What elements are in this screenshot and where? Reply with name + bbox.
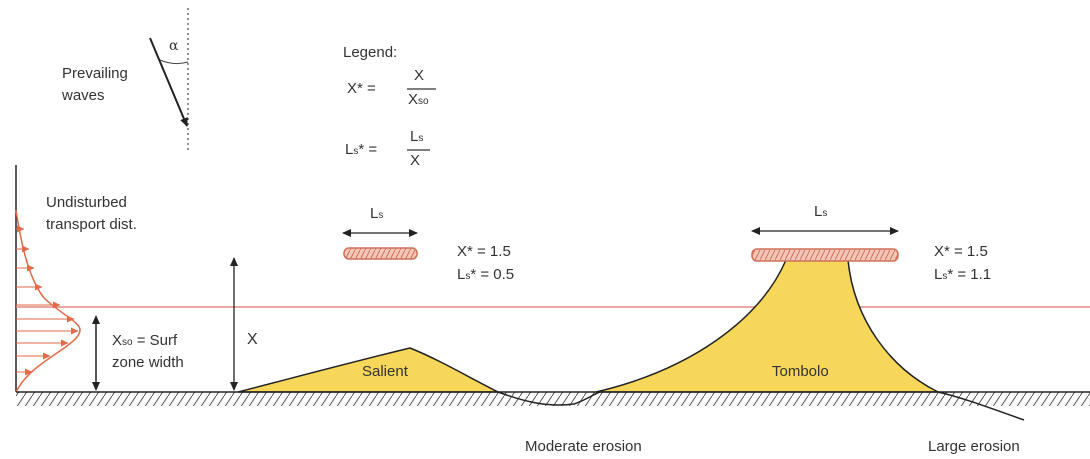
- legend-ls-star-lhs-sub: s: [353, 146, 359, 157]
- breakwater-right-length-main: L: [814, 203, 823, 220]
- legend-x-star-den-sub: so: [418, 96, 429, 107]
- salient-label: Salient: [362, 363, 408, 380]
- breakwater-right-ls-star-rest: * = 1.1: [947, 266, 992, 283]
- large-erosion-label: Large erosion: [928, 438, 1020, 455]
- breakwater-left-length-main: L: [370, 205, 379, 222]
- breakwater-left-length-label: Ls: [370, 204, 383, 226]
- wave-direction-arrow: [149, 37, 188, 127]
- legend-title: Legend:: [343, 44, 398, 61]
- breakwater-right-ls-star-sub: s: [942, 271, 948, 282]
- distance-label: X: [247, 331, 258, 348]
- legend-ls-star-num: Ls: [410, 127, 423, 149]
- waves-label-line2: waves: [62, 87, 105, 104]
- salient-shape: [237, 347, 499, 393]
- breakwater-right-ls-star-main: L: [934, 266, 943, 283]
- breakwater-left-ls-star-sub: s: [465, 271, 471, 282]
- ground-hatch: [16, 392, 1090, 406]
- breakwater-right-length-label: Ls: [814, 202, 827, 224]
- legend-ls-star-num-sub: s: [418, 133, 424, 144]
- tombolo-shape: [595, 259, 939, 393]
- breakwater-left-x-star: X* = 1.5: [457, 243, 511, 260]
- breakwater-left-ls-star-main: L: [457, 266, 466, 283]
- surf-zone-label-main: X: [112, 332, 123, 349]
- wave-angle-label: α: [169, 38, 179, 54]
- legend-x-star-lhs: X* =: [347, 80, 376, 97]
- breakwater-right-length-sub: s: [822, 208, 828, 219]
- transport-arrows: [16, 225, 79, 376]
- breakwater-right-ls-star: Ls* = 1.1: [934, 265, 991, 287]
- breakwater-left-ls-star: Ls* = 0.5: [457, 265, 514, 287]
- surf-zone-label-line2: zone width: [112, 354, 184, 371]
- legend-ls-star-num-main: L: [410, 128, 419, 145]
- tombolo-label: Tombolo: [772, 363, 829, 380]
- legend-ls-star-lhs: Ls* =: [345, 140, 377, 162]
- legend-ls-star-lhs-rest: * =: [358, 141, 378, 158]
- transport-label-line1: Undisturbed: [46, 194, 127, 211]
- large-erosion-curve: [937, 391, 1025, 421]
- moderate-erosion-label: Moderate erosion: [525, 438, 642, 455]
- breakwater-left: [343, 247, 418, 260]
- moderate-erosion-curve: [497, 391, 601, 406]
- wave-angle-arc: [159, 59, 189, 65]
- waves-label-line1: Prevailing: [62, 65, 128, 82]
- breakwater-right: [751, 248, 899, 262]
- breakwater-right-x-star: X* = 1.5: [934, 243, 988, 260]
- surf-zone-label-rest: = Surf: [132, 332, 178, 349]
- legend-x-star-den: Xso: [408, 90, 429, 112]
- transport-label-line2: transport dist.: [46, 216, 137, 233]
- surf-zone-label-line1: Xso = Surf: [112, 331, 177, 353]
- transport-distribution-curve: [15, 209, 81, 393]
- legend-x-star-den-main: X: [408, 91, 419, 108]
- legend-ls-star-den: X: [410, 152, 421, 169]
- breakwater-left-ls-star-rest: * = 0.5: [470, 266, 515, 283]
- surf-zone-label-sub: so: [122, 337, 133, 348]
- legend-ls-star-lhs-main: L: [345, 141, 354, 158]
- breakwater-left-length-sub: s: [378, 210, 384, 221]
- legend-x-star-num: X: [414, 67, 425, 84]
